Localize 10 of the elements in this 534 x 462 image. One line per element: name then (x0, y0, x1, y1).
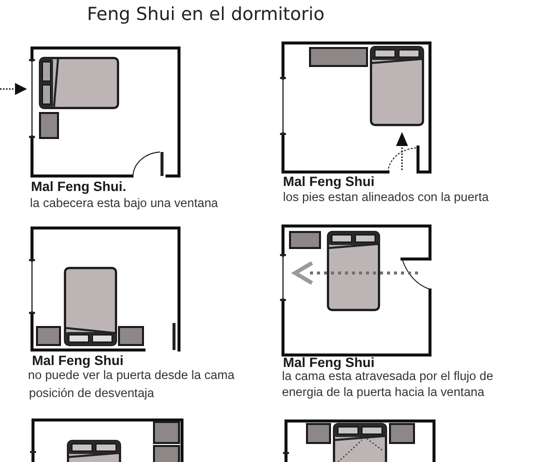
plan-caption: los pies estan alineados con la puerta (283, 190, 489, 206)
plan-caption: la cabecera esta bajo una ventana (30, 196, 218, 212)
plan-heading: Mal Feng Shui. (31, 178, 126, 196)
plan-heading: Mal Feng Shui (283, 173, 375, 191)
plan-caption: posición de desventaja (29, 386, 154, 402)
page-title: Feng Shui en el dormitorio (87, 3, 325, 26)
plan-caption: la cama esta atravesada por el flujo de energia de la puerta hacia la ventana (282, 369, 494, 401)
plan-heading: Mal Feng Shui (32, 352, 124, 370)
plan-caption: no puede ver la puerta desde la cama (28, 368, 234, 384)
plan-heading: Mal Feng Shui (283, 354, 375, 371)
